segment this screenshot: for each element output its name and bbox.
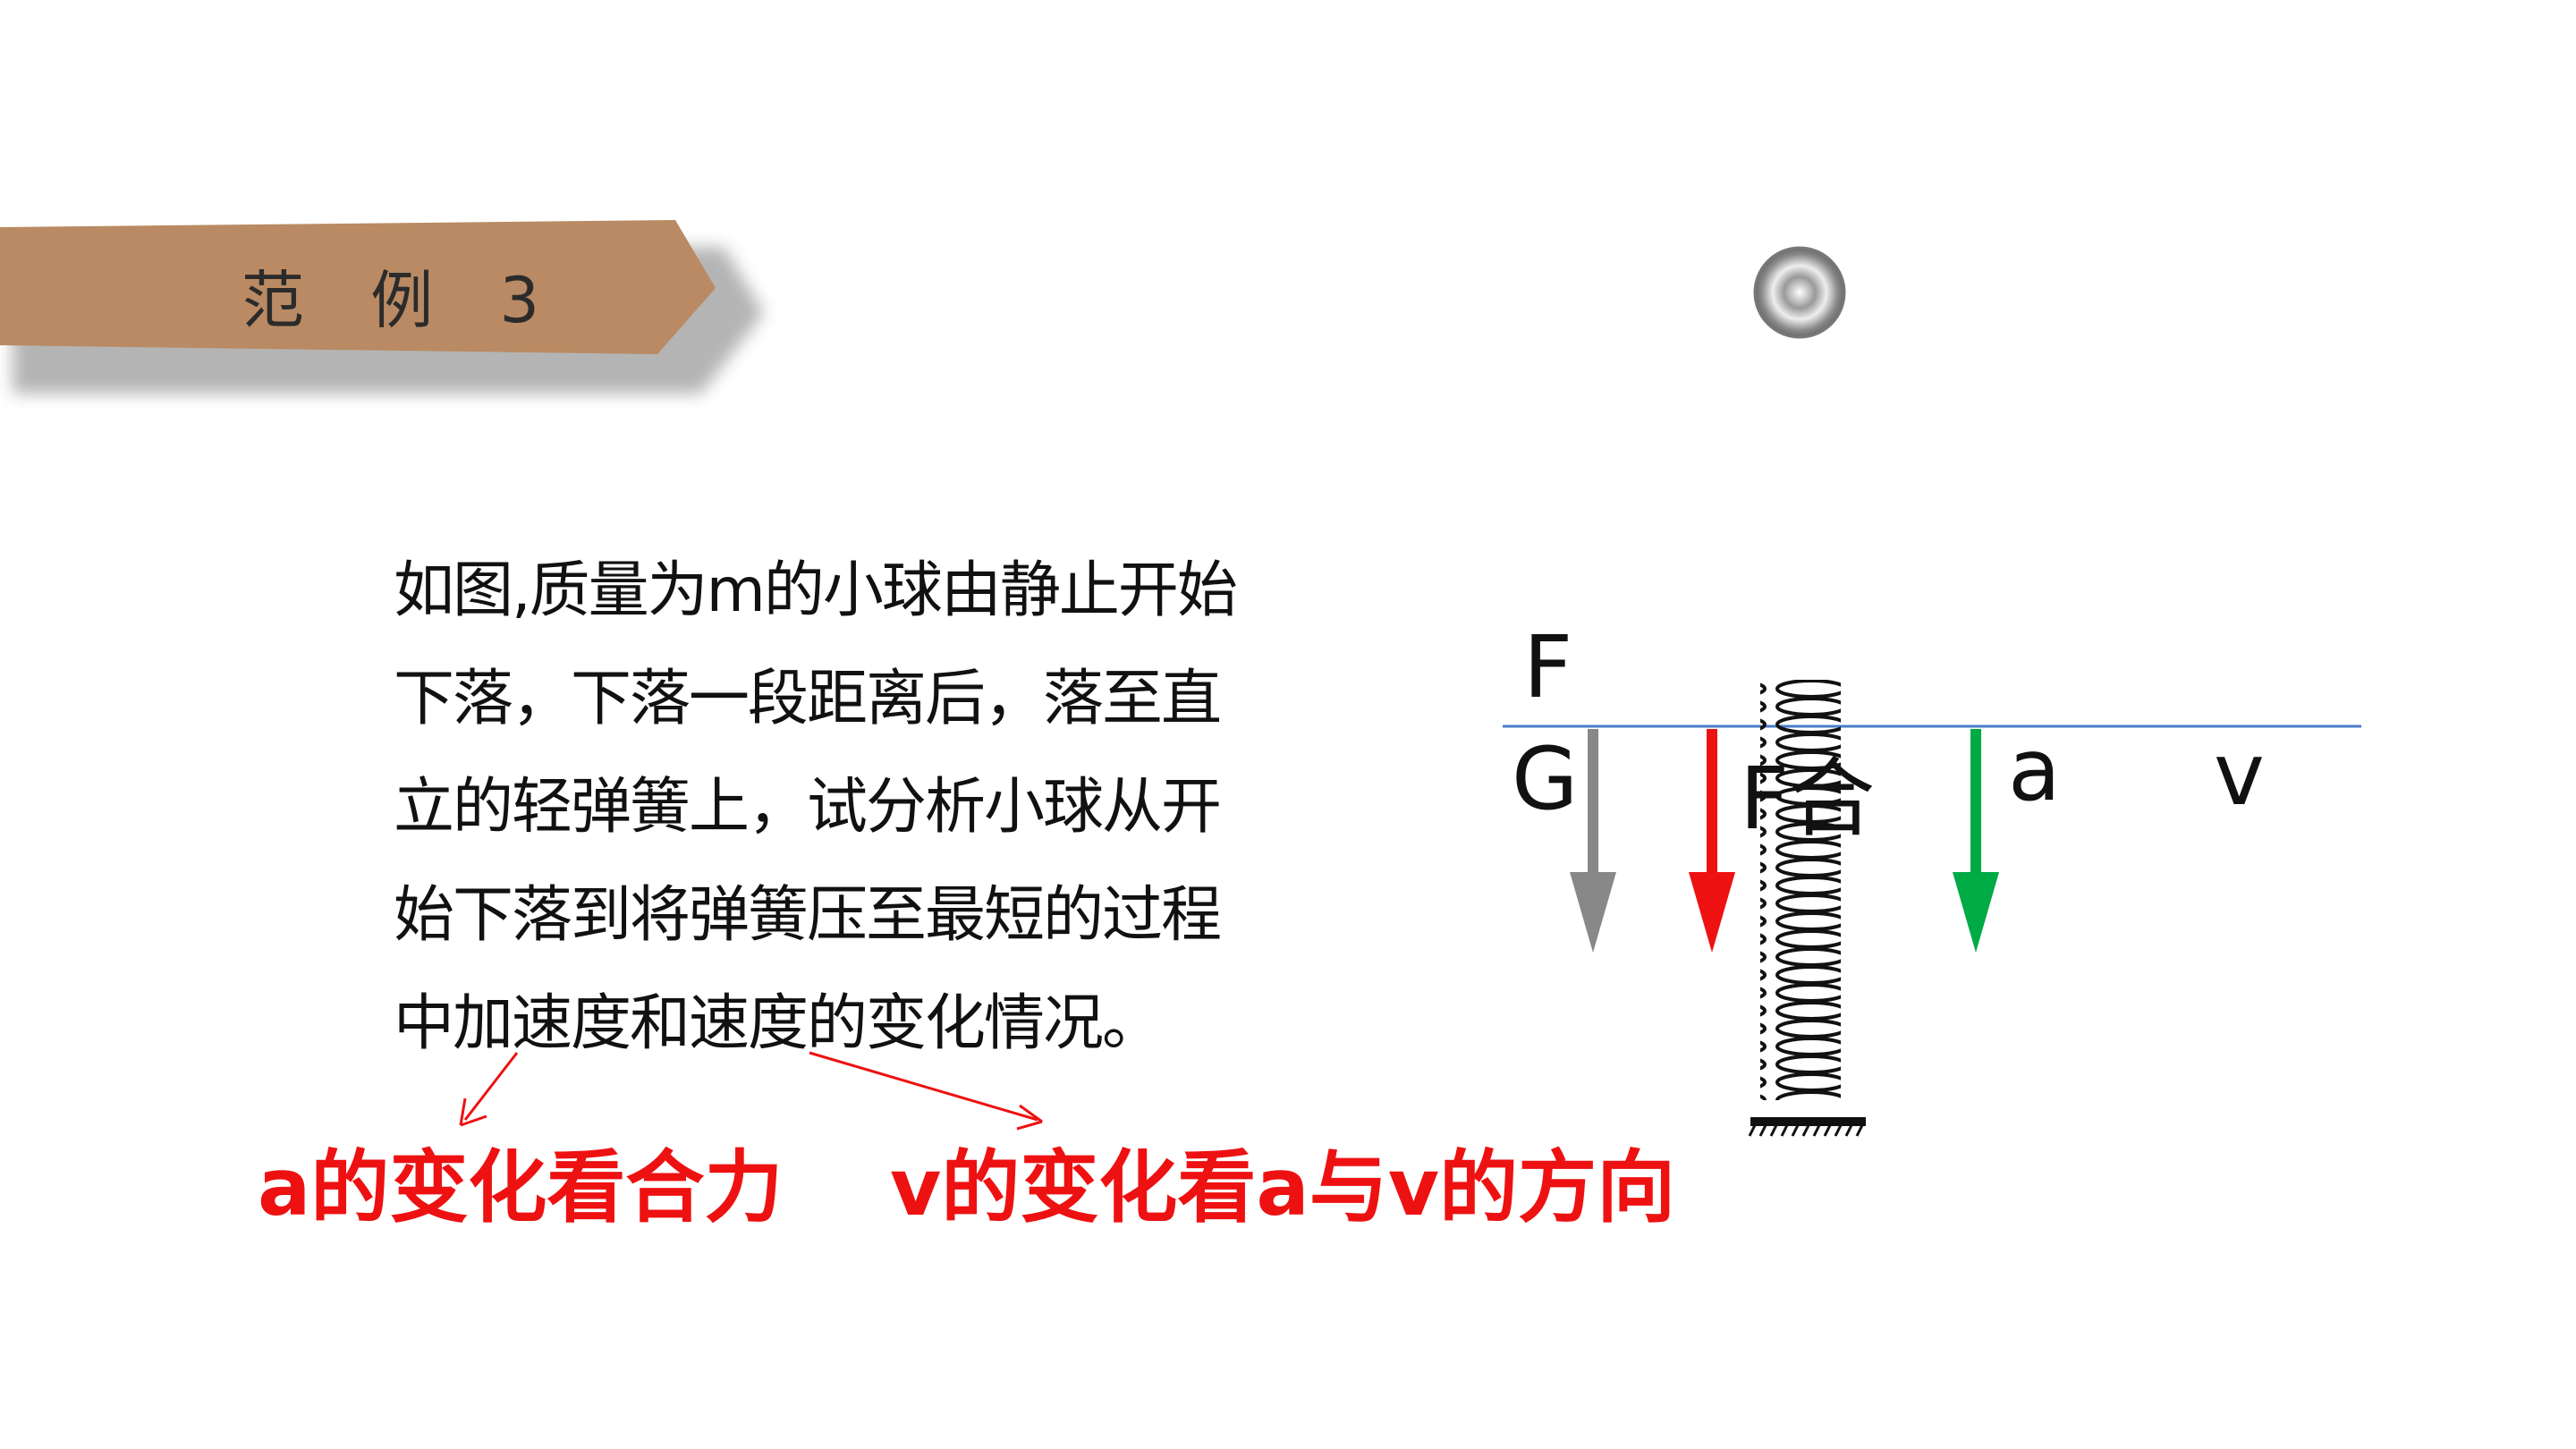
annotation-arrow-v: [809, 1051, 1043, 1131]
problem-statement: 如图,质量为m的小球由静止开始 下落，下落一段距离后，落至直 立的轻弹簧上，试分…: [394, 537, 1324, 1078]
label-v: v: [2214, 724, 2265, 825]
ball: [1753, 246, 1846, 339]
velocity-note: v的变化看a与v的方向: [890, 1141, 1676, 1233]
label-a: a: [2008, 720, 2061, 820]
problem-line: 始下落到将弹簧压至最短的过程: [394, 880, 1222, 951]
label-G: G: [1512, 729, 1579, 829]
problem-line: 下落，下落一段距离后，落至直: [394, 664, 1222, 734]
gravity-arrow: [1570, 729, 1616, 953]
annotation-arrow-a: [459, 1052, 519, 1127]
problem-line: 如图,质量为m的小球由静止开始: [394, 555, 1238, 626]
title-banner: [0, 220, 764, 394]
acceleration-arrow: [1953, 729, 1999, 953]
problem-line: 中加速度和速度的变化情况。: [394, 988, 1163, 1059]
problem-line: 立的轻弹簧上，试分析小球从开: [394, 772, 1222, 843]
acceleration-note: a的变化看合力: [258, 1141, 784, 1233]
net-force-arrow: [1689, 729, 1735, 953]
spring: [1748, 680, 1866, 1137]
label-F-net: F合: [1740, 749, 1876, 849]
banner-title: 范 例 3: [242, 264, 564, 337]
label-F: F: [1523, 617, 1573, 717]
